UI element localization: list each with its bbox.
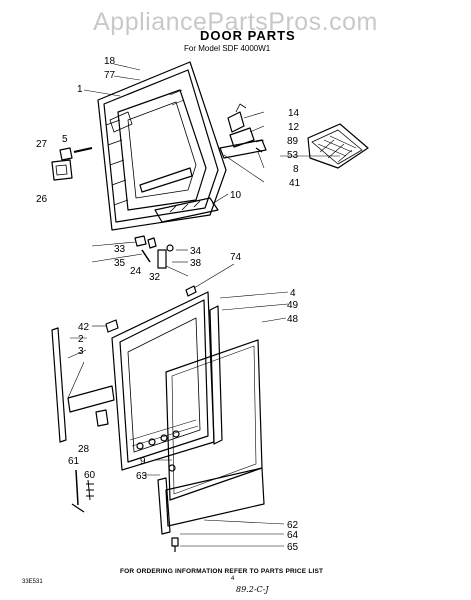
callout-53: 53 (287, 150, 299, 161)
callout-12: 12 (288, 122, 300, 133)
outer-door-frame (111, 291, 215, 471)
callout-65: 65 (287, 542, 299, 553)
callout-9: 9 (140, 456, 146, 467)
callout-62: 62 (287, 520, 299, 531)
spring-link (71, 469, 94, 513)
callout-74: 74 (230, 252, 242, 263)
callout-48: 48 (287, 314, 299, 325)
callout-33: 33 (114, 244, 126, 255)
callout-60: 60 (84, 470, 96, 481)
callout-32: 32 (149, 272, 161, 283)
callout-64: 64 (287, 530, 299, 541)
callout-77: 77 (104, 70, 116, 81)
clip-part (185, 285, 197, 297)
trim-strip (209, 305, 223, 445)
ordering-footer: FOR ORDERING INFORMATION REFER TO PARTS … (120, 568, 324, 575)
handwritten-note: 89.2-C-J (236, 585, 269, 594)
callout-41: 41 (289, 178, 301, 189)
callout-18: 18 (104, 56, 116, 67)
stopper-part (95, 409, 109, 427)
callout-63: 63 (136, 471, 148, 482)
model-subtitle: For Model SDF 4000W1 (184, 44, 271, 53)
callout-5: 5 (62, 134, 68, 145)
callout-26: 26 (36, 194, 48, 205)
callout-14: 14 (288, 108, 300, 119)
hinge-bracket (219, 103, 267, 159)
callout-89: 89 (287, 136, 299, 147)
bumper-part (105, 319, 119, 333)
callout-38: 38 (190, 258, 202, 269)
callout-49: 49 (287, 300, 299, 311)
callout-4: 4 (290, 288, 296, 299)
callout-42: 42 (78, 322, 90, 333)
kick-plate (157, 464, 265, 535)
callout-28: 28 (78, 444, 90, 455)
callout-8: 8 (293, 164, 299, 175)
latch-assembly (51, 147, 93, 181)
page-number: 4 (231, 576, 235, 582)
callout-35: 35 (114, 258, 126, 269)
door-panel (165, 339, 263, 501)
vent-part (154, 197, 219, 223)
callout-24: 24 (130, 266, 142, 277)
small-hardware (134, 235, 174, 269)
callout-labels: 18 77 1 27 5 26 14 12 89 53 8 41 10 33 3… (36, 56, 301, 553)
leader-lines (67, 63, 340, 547)
watermark: AppliancePartsPros.com (93, 8, 378, 36)
side-rail (51, 327, 115, 443)
callout-10: 10 (230, 190, 242, 201)
callout-34: 34 (190, 246, 202, 257)
callout-2: 2 (78, 334, 84, 345)
callout-1: 1 (77, 84, 83, 95)
diagram-title: DOOR PARTS (200, 28, 296, 43)
inner-door-panel (97, 61, 227, 231)
callout-61: 61 (68, 456, 80, 467)
callout-27: 27 (36, 139, 48, 150)
callout-3: 3 (78, 346, 84, 357)
document-code: 33E531 (22, 579, 43, 585)
screw (171, 537, 179, 552)
silverware-basket (307, 123, 369, 169)
